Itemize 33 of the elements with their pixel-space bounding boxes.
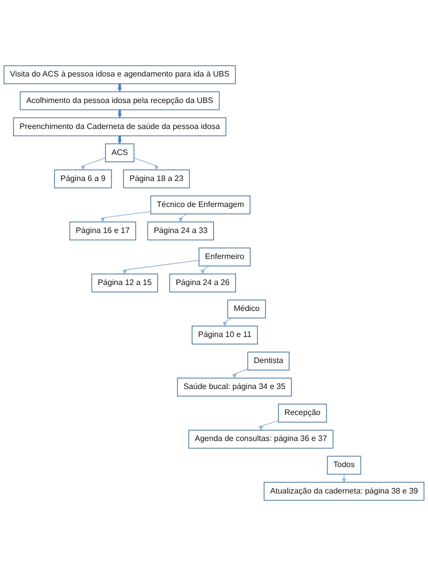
process-box: Visita do ACS à pessoa idosa e agendamento para ida à UBS (4, 65, 236, 84)
arrow (122, 260, 200, 274)
process-box: Agenda de consultas: página 36 e 37 (188, 430, 334, 449)
process-box: Página 16 e 17 (69, 222, 136, 240)
arrow (232, 368, 248, 378)
process-box: Página 24 a 26 (169, 274, 236, 292)
process-box: Técnico de Enfermagem (150, 196, 250, 214)
process-box: Médico (227, 300, 266, 318)
process-box: Acolhimento da pessoa idosa pela recepção da UBS (20, 91, 220, 110)
arrow (118, 110, 122, 118)
process-box: Todos (326, 456, 362, 475)
process-box: Recepção (278, 404, 327, 423)
arrow (342, 474, 346, 482)
process-box: Atualização da caderneta: página 38 e 39 (264, 482, 424, 501)
arrow (80, 158, 106, 170)
arrow (258, 420, 279, 430)
arrow (118, 84, 122, 92)
arrow (200, 266, 210, 274)
arrow (100, 211, 152, 222)
process-box: Preenchimento da Caderneta de saúde da pessoa idosa (13, 117, 226, 136)
arrow (134, 158, 159, 170)
process-box: Dentista (247, 352, 290, 370)
arrow (222, 318, 232, 326)
arrow (118, 136, 122, 144)
process-box: Página 12 a 15 (91, 274, 158, 292)
process-box: Saúde bucal: página 34 e 35 (177, 378, 292, 397)
arrow (178, 214, 188, 222)
process-box: Página 18 a 23 (123, 169, 190, 188)
process-box: ACS (105, 143, 134, 162)
process-box: Página 24 a 33 (147, 222, 214, 240)
process-box: Página 6 a 9 (54, 169, 112, 188)
process-box: Página 10 e 11 (192, 326, 258, 344)
process-box: Enfermeiro (198, 248, 251, 266)
